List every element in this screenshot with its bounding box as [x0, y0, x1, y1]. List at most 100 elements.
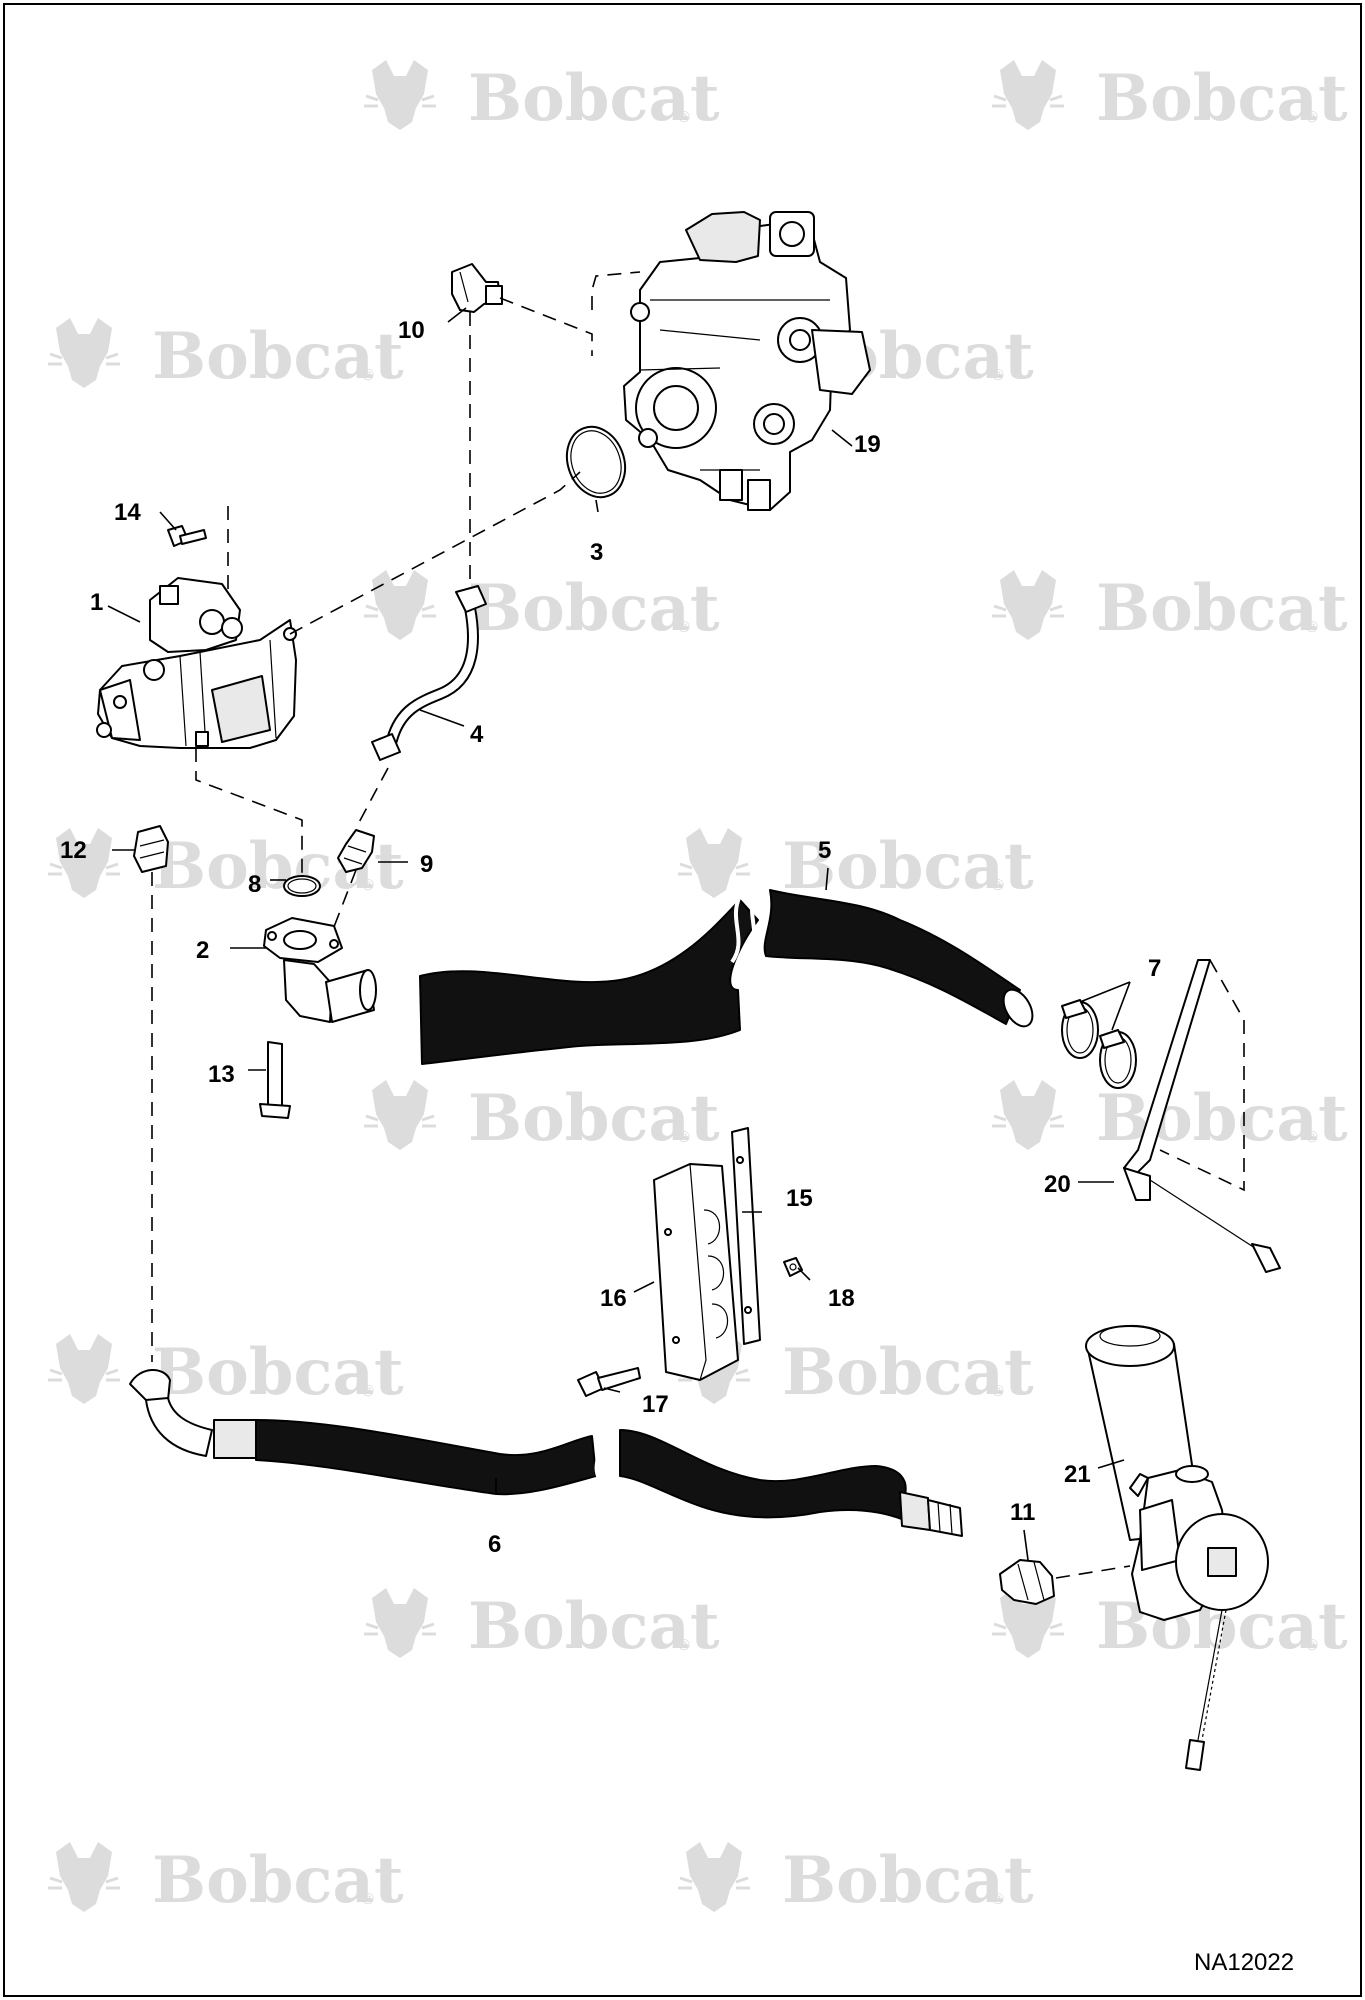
watermark: Bobcat®: [676, 826, 1034, 904]
watermark-registered-mark: ®: [362, 1383, 374, 1400]
watermark-text: Bobcat: [782, 829, 1034, 904]
watermark-registered-mark: ®: [362, 1891, 374, 1908]
watermark-registered-mark: ®: [678, 109, 690, 126]
callout-7: 7: [1148, 955, 1161, 982]
callout-15: 15: [786, 1185, 813, 1212]
watermark: Bobcat®: [990, 1078, 1348, 1156]
watermark: Bobcat®: [362, 1586, 720, 1664]
part-7-hose-clamps: [1061, 999, 1137, 1089]
watermark-text: Bobcat: [468, 571, 720, 646]
watermark-text: Bobcat: [1096, 1081, 1348, 1156]
callout-13: 13: [208, 1061, 235, 1088]
watermark: Bobcat®: [362, 58, 720, 136]
callout-12: 12: [60, 837, 87, 864]
watermark-text: Bobcat: [782, 1335, 1034, 1410]
callout-9: 9: [420, 851, 433, 878]
bobcat-logo-icon: [676, 1840, 752, 1914]
watermark: Bobcat®: [676, 1332, 1034, 1410]
watermark-text: Bobcat: [782, 1843, 1034, 1918]
part-15-clamp-strip: [731, 1127, 761, 1345]
callout-21: 21: [1064, 1461, 1091, 1488]
watermark-text: Bobcat: [468, 1589, 720, 1664]
part-11-fitting: [999, 1559, 1055, 1605]
part-9-fitting: [337, 829, 375, 873]
watermark-text: Bobcat: [468, 1081, 720, 1156]
watermark-registered-mark: ®: [992, 367, 1004, 384]
diagram-frame: [3, 3, 1362, 1997]
assembly-lines: [151, 271, 1131, 1579]
part-13-bolt: [259, 1041, 291, 1119]
bobcat-logo-icon: [362, 1586, 438, 1660]
callout-2: 2: [196, 937, 209, 964]
watermark: Bobcat®: [676, 1840, 1034, 1918]
callout-3: 3: [590, 539, 603, 566]
leader-lines: [107, 307, 1131, 1561]
part-1-gear-pump: [96, 577, 297, 749]
callout-16: 16: [600, 1285, 627, 1312]
bobcat-logo-icon: [362, 58, 438, 132]
part-16-clamp-block: [653, 1163, 739, 1381]
part-2-flange-elbow: [263, 917, 377, 1023]
watermark-registered-mark: ®: [678, 619, 690, 636]
bobcat-logo-icon: [46, 1840, 122, 1914]
part-18-nut: [783, 1257, 803, 1277]
callout-1: 1: [90, 589, 103, 616]
watermark-registered-mark: ®: [992, 1383, 1004, 1400]
bobcat-logo-icon: [362, 1078, 438, 1152]
callout-17: 17: [642, 1391, 669, 1418]
watermark-text: Bobcat: [152, 319, 404, 394]
part-10-elbow-fitting: [451, 263, 503, 313]
watermark: Bobcat®: [362, 1078, 720, 1156]
watermark-registered-mark: ®: [992, 877, 1004, 894]
watermark: Bobcat®: [990, 58, 1348, 136]
watermark-registered-mark: ®: [362, 877, 374, 894]
part-5-hose: [419, 889, 1034, 1065]
part-12-fitting: [133, 825, 169, 873]
part-6-hose: [129, 1369, 963, 1537]
watermark-registered-mark: ®: [678, 1637, 690, 1654]
watermark-layer: Bobcat®Bobcat®Bobcat®Bobcat®Bobcat®Bobca…: [46, 58, 1348, 1918]
callout-10: 10: [398, 317, 425, 344]
watermark-registered-mark: ®: [1306, 109, 1318, 126]
bobcat-logo-icon: [46, 316, 122, 390]
bobcat-logo-icon: [362, 568, 438, 642]
callout-layer: 1 2 3 4 5 6 7 8 9 10 11 12 13 14 15 16 1…: [60, 317, 1161, 1558]
watermark-text: Bobcat: [152, 1335, 404, 1410]
watermark-registered-mark: ®: [362, 367, 374, 384]
watermark-text: Bobcat: [468, 61, 720, 136]
watermark: Bobcat®: [46, 1332, 404, 1410]
watermark-registered-mark: ®: [1306, 1129, 1318, 1146]
watermark-registered-mark: ®: [1306, 1637, 1318, 1654]
bobcat-logo-icon: [990, 568, 1066, 642]
callout-8: 8: [248, 871, 261, 898]
watermark-registered-mark: ®: [678, 1129, 690, 1146]
part-8-o-ring: [283, 875, 321, 897]
watermark: Bobcat®: [46, 1840, 404, 1918]
watermark: Bobcat®: [46, 316, 404, 394]
callout-6: 6: [488, 1531, 501, 1558]
watermark: Bobcat®: [362, 568, 720, 646]
callout-5: 5: [818, 837, 831, 864]
watermark: Bobcat®: [990, 568, 1348, 646]
watermark-text: Bobcat: [1096, 571, 1348, 646]
part-17-bolt: [577, 1367, 641, 1397]
bobcat-logo-icon: [46, 1332, 122, 1406]
callout-19: 19: [854, 431, 881, 458]
watermark-text: Bobcat: [152, 1843, 404, 1918]
part-14-bolt: [167, 525, 207, 547]
callout-18: 18: [828, 1285, 855, 1312]
callout-4: 4: [470, 721, 484, 748]
part-19-hydrostatic-pump: [623, 211, 871, 511]
part-20-bracket: [1123, 959, 1281, 1273]
part-4-tube: [371, 585, 487, 761]
part-3-o-ring: [565, 425, 627, 499]
bobcat-logo-icon: [990, 1078, 1066, 1152]
callout-20: 20: [1044, 1171, 1071, 1198]
watermark-text: Bobcat: [1096, 61, 1348, 136]
part-21-filter: [1085, 1325, 1269, 1771]
figure-id: NA12022: [1194, 1949, 1294, 1976]
bobcat-logo-icon: [990, 58, 1066, 132]
callout-14: 14: [114, 499, 141, 526]
